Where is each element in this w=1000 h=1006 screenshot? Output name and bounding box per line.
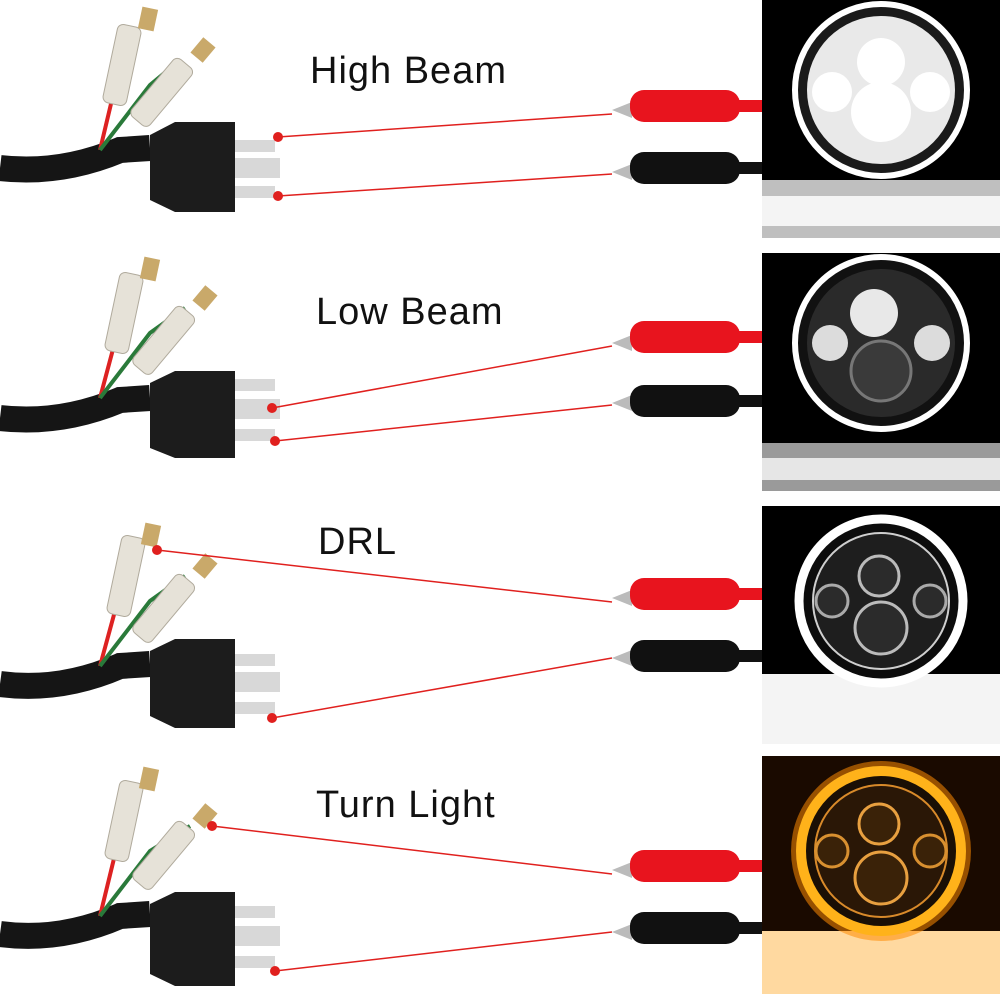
spade-terminal-1 bbox=[104, 256, 161, 355]
spade-terminal-2 bbox=[130, 37, 216, 127]
plug-pin-middle bbox=[235, 399, 280, 419]
plug-pin-top bbox=[235, 140, 275, 152]
connection-line-negative bbox=[271, 657, 613, 719]
main-cable bbox=[0, 651, 151, 699]
plug-pin-middle bbox=[235, 672, 280, 692]
red-alligator-clip bbox=[612, 578, 762, 610]
main-cable bbox=[0, 135, 151, 183]
connection-line-positive bbox=[211, 825, 613, 875]
spade-terminal-2 bbox=[132, 803, 218, 890]
wiring-diagram bbox=[0, 522, 762, 728]
connection-dot bbox=[270, 966, 280, 976]
mode-label: Low Beam bbox=[316, 291, 504, 333]
h4-plug bbox=[150, 892, 280, 986]
connection-dot bbox=[207, 821, 217, 831]
spade-terminal-2 bbox=[132, 285, 218, 375]
black-alligator-clip bbox=[612, 912, 762, 944]
plug-pin-middle bbox=[235, 926, 280, 946]
panel-high-beam: High Beam bbox=[0, 0, 1000, 250]
plug-pin-bottom bbox=[235, 186, 275, 198]
headlight-drl-image bbox=[762, 506, 1000, 744]
connection-line-positive bbox=[156, 549, 613, 603]
connection-dot bbox=[270, 436, 280, 446]
spade-terminal-1 bbox=[104, 766, 160, 863]
connection-dot bbox=[273, 132, 283, 142]
black-alligator-clip bbox=[612, 385, 762, 417]
plug-pin-bottom bbox=[235, 429, 275, 441]
panel-turn-light: Turn Light bbox=[0, 756, 1000, 1006]
wiring-diagram bbox=[0, 256, 762, 458]
plug-pin-top bbox=[235, 379, 275, 391]
spade-terminal-1 bbox=[102, 6, 159, 107]
mode-label: DRL bbox=[318, 521, 398, 563]
plug-pin-top bbox=[235, 906, 275, 918]
headlight-turn-light-image bbox=[762, 756, 1000, 994]
mode-label: High Beam bbox=[310, 50, 507, 92]
wiring-diagram bbox=[0, 6, 762, 212]
main-cable bbox=[0, 385, 151, 433]
mode-label: Turn Light bbox=[316, 784, 496, 826]
plug-pin-bottom bbox=[235, 956, 275, 968]
connection-line-negative bbox=[274, 931, 613, 972]
h4-plug bbox=[150, 122, 280, 212]
h4-plug bbox=[150, 371, 280, 458]
plug-pin-bottom bbox=[235, 702, 275, 714]
connection-line-positive bbox=[277, 113, 613, 138]
connection-line-positive bbox=[271, 345, 613, 409]
panel-low-beam: Low Beam bbox=[0, 253, 1000, 503]
plug-pin-top bbox=[235, 654, 275, 666]
main-cable bbox=[0, 901, 151, 949]
connection-line-negative bbox=[277, 173, 613, 197]
headlight-high-beam-image bbox=[762, 0, 1000, 238]
connection-dot bbox=[267, 403, 277, 413]
connection-dot bbox=[152, 545, 162, 555]
red-alligator-clip bbox=[612, 90, 762, 122]
panel-drl: DRL bbox=[0, 506, 1000, 756]
red-alligator-clip bbox=[612, 850, 762, 882]
black-alligator-clip bbox=[612, 640, 762, 672]
red-alligator-clip bbox=[612, 321, 762, 353]
connection-dot bbox=[267, 713, 277, 723]
black-alligator-clip bbox=[612, 152, 762, 184]
connection-line-negative bbox=[274, 404, 613, 442]
connection-dot bbox=[273, 191, 283, 201]
wiring-diagram bbox=[0, 766, 762, 986]
h4-plug bbox=[150, 639, 280, 728]
spade-terminal-2 bbox=[132, 553, 218, 643]
plug-pin-middle bbox=[235, 158, 280, 178]
headlight-low-beam-image bbox=[762, 253, 1000, 491]
spade-terminal-1 bbox=[106, 522, 162, 618]
